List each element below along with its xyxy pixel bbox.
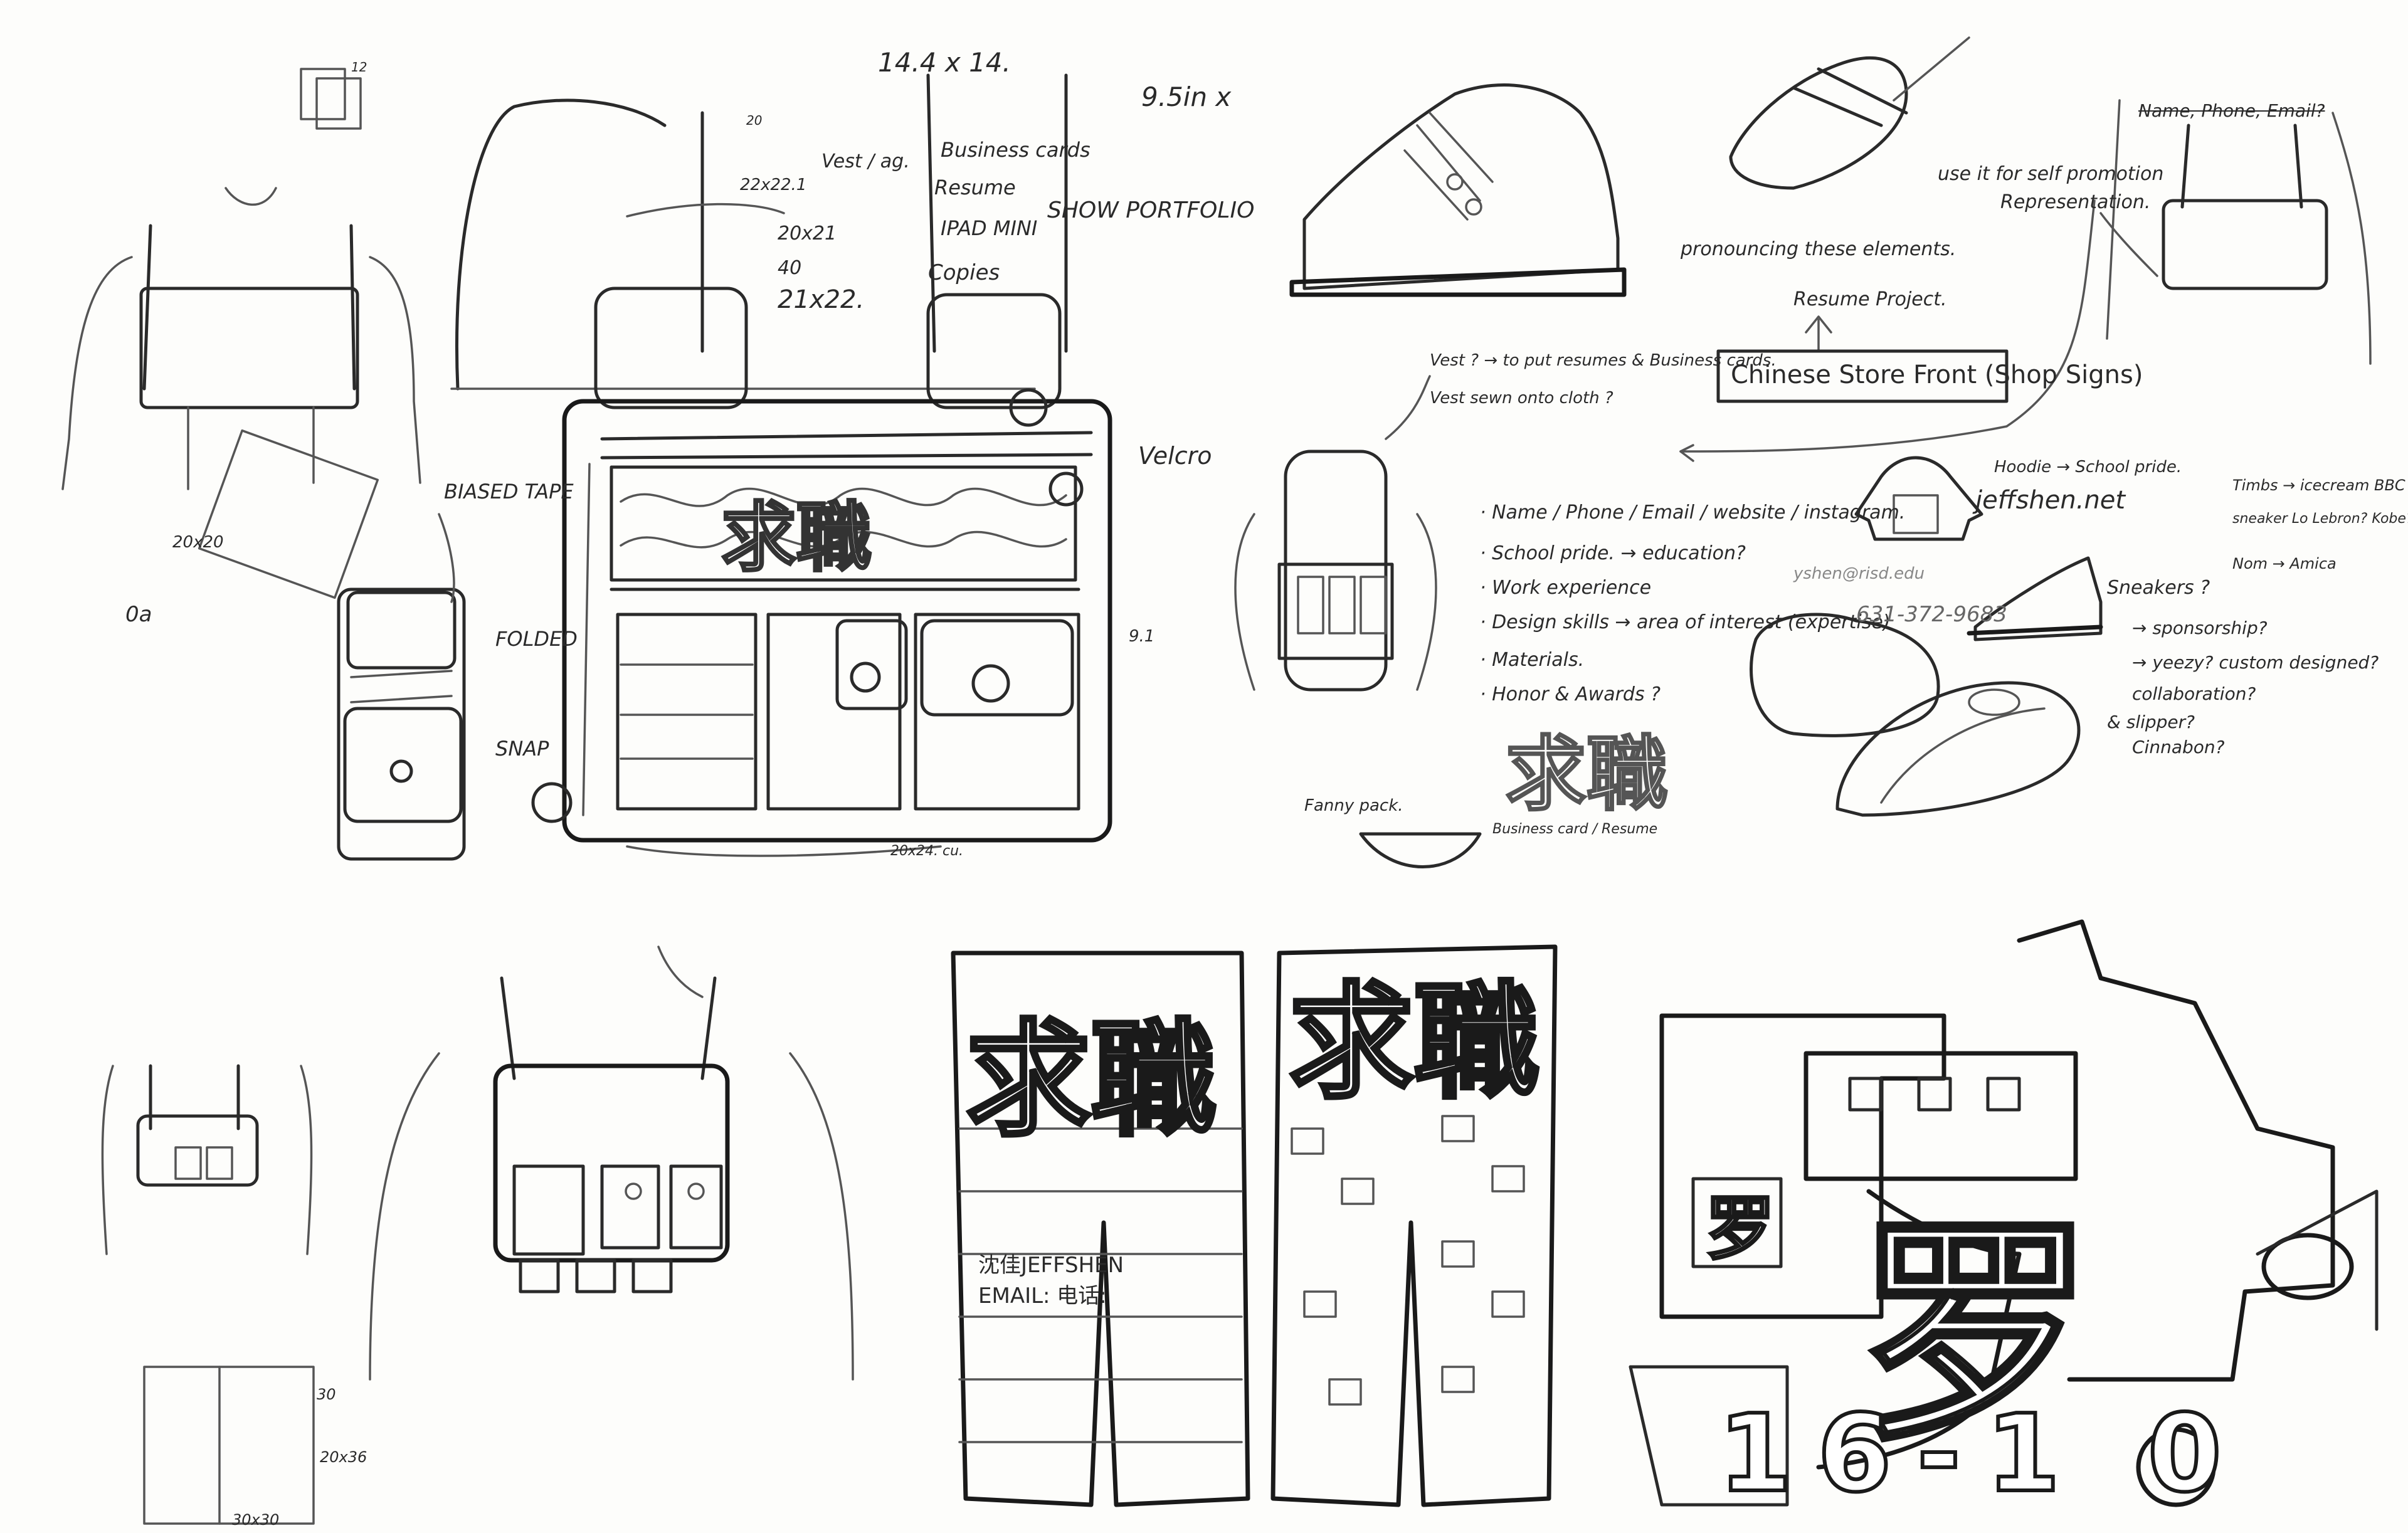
note-slippers: & slipper? [2107, 712, 2195, 732]
diagram-connectors [1385, 199, 2096, 462]
slipper-sketch [1729, 36, 1970, 190]
note-nom: Nom → Amica [2232, 555, 2337, 572]
note-yeezy: → yeezy? custom designed? [2132, 652, 2379, 673]
pants-left-lettering: 求職 [964, 1006, 1218, 1156]
note-cinnabon: Cinnabon? [2132, 737, 2225, 757]
note-measure-40: 40 [778, 257, 802, 279]
note-measure-20: 20 [746, 113, 763, 128]
note-measure-2020: 20x20 [172, 533, 224, 552]
note-measure-b30: 30x30 [232, 1511, 280, 1529]
note-measure-0a: 0a [125, 602, 152, 627]
note-measure-2021: 20x21 [778, 223, 837, 245]
note-vest-q: Vest ? → to put resumes & Business cards… [1430, 351, 1777, 370]
note-list-6: · Honor & Awards ? [1480, 683, 1661, 705]
pants-right-lettering: 求職 [1287, 968, 1541, 1118]
note-pronouncing: pronouncing these elements. [1681, 238, 1956, 260]
shell-shoe-sketch [1835, 681, 2081, 817]
note-list-3: · Work experience [1480, 577, 1652, 599]
note-measure-2221: 22x22.1 [740, 176, 807, 194]
shop-sign-luo-small: 罗 [1704, 1188, 1776, 1270]
note-measure-95: 9.5in x [1141, 82, 1232, 112]
boot-sketch [1289, 83, 1627, 297]
shop-sign-digits: 16-1 0 [1716, 1390, 2247, 1518]
note-jeff: jeffshen.net [1975, 486, 2126, 515]
note-collab: collaboration? [2132, 683, 2256, 704]
note-hoodie: Hoodie → School pride. [1994, 458, 2182, 477]
note-sneaker-laces: sneaker Lo Lebron? Kobe? [2232, 511, 2408, 527]
note-measure-2122: 21x22. [778, 285, 865, 314]
note-sponsorship: → sponsorship? [2132, 618, 2268, 638]
note-measure-30: 30 [317, 1386, 336, 1403]
fanny-pack-sketch [1359, 832, 1482, 868]
sketch-lettering: 求職 [1504, 726, 1669, 823]
note-sneakers: Sneakers ? [2107, 577, 2210, 599]
note-snap: SNAP [495, 737, 549, 761]
note-fanny-pack: Fanny pack. [1304, 796, 1403, 815]
note-show-portfolio: SHOW PORTFOLIO [1047, 198, 1255, 223]
shop-sign-lettering [1629, 919, 2379, 1507]
note-timbs: Timbs → icecream BBC [2232, 477, 2405, 494]
note-measure-side: 9.1 [1129, 627, 1155, 646]
note-business-card-resume: Business card / Resume [1492, 821, 1658, 837]
main-bag-panel [531, 388, 1112, 857]
note-biased-tape: BIASED TAPE [444, 480, 574, 503]
note-list-4: · Design skills → area of interest (expe… [1480, 611, 1891, 633]
note-velcro: Velcro [1138, 442, 1212, 470]
figure-chest-bag-2 [2099, 99, 2372, 365]
note-use-it: use it for self promotion [1938, 163, 2164, 185]
pants-contact-text: 沈佳JEFFSHEN EMAIL: 电话: [978, 1253, 1124, 1309]
note-folded: FOLDED [495, 627, 578, 651]
note-resume-project: Resume Project. [1793, 288, 1947, 310]
figure-chest-bag-3 [101, 1064, 315, 1525]
figure-vest [1234, 450, 1437, 692]
shop-sign-luo: 罗 [1854, 1194, 2096, 1475]
note-business-cards: Business cards [941, 138, 1090, 162]
bag-window-lettering: 求職 [720, 493, 873, 583]
note-phone: 631-372-9683 [1856, 602, 2007, 627]
sneaker-sketch [1967, 556, 2103, 641]
phone-pouch-sketch [337, 513, 466, 861]
note-list-5: · Materials. [1480, 649, 1585, 671]
note-measure-12: 12 [351, 60, 367, 75]
note-list-2: · School pride. → education? [1480, 542, 1746, 564]
note-ipad-mini: IPAD MINI [941, 216, 1038, 240]
figure-chest-bag-1 [61, 68, 421, 599]
note-copies: Copies [928, 260, 1000, 285]
note-measure-bottom: 20x24. cu. [890, 843, 964, 859]
note-measure-144: 14.4 x 14. [878, 47, 1011, 78]
pants-sketch [951, 944, 1558, 1507]
note-chinese-store-front: Chinese Store Front (Shop Signs) [1731, 361, 2143, 389]
note-list-1: · Name / Phone / Email / website / insta… [1480, 502, 1906, 524]
vest-sketch [450, 73, 1068, 409]
hoodie-sketch [1854, 456, 1983, 541]
note-resume: Resume [934, 176, 1016, 199]
note-vest-ag: Vest / ag. [821, 150, 910, 172]
speech-bubble [1750, 613, 1940, 737]
note-strike-top: Name, Phone, Email? [2138, 100, 2325, 121]
note-representation: Representation. [2000, 191, 2151, 213]
note-measure-2036: 20x36 [320, 1448, 367, 1466]
note-email: yshen@risd.edu [1793, 564, 1925, 583]
figure-chest-rig [369, 946, 854, 1381]
note-vest-sewn: Vest sewn onto cloth ? [1430, 389, 1613, 408]
